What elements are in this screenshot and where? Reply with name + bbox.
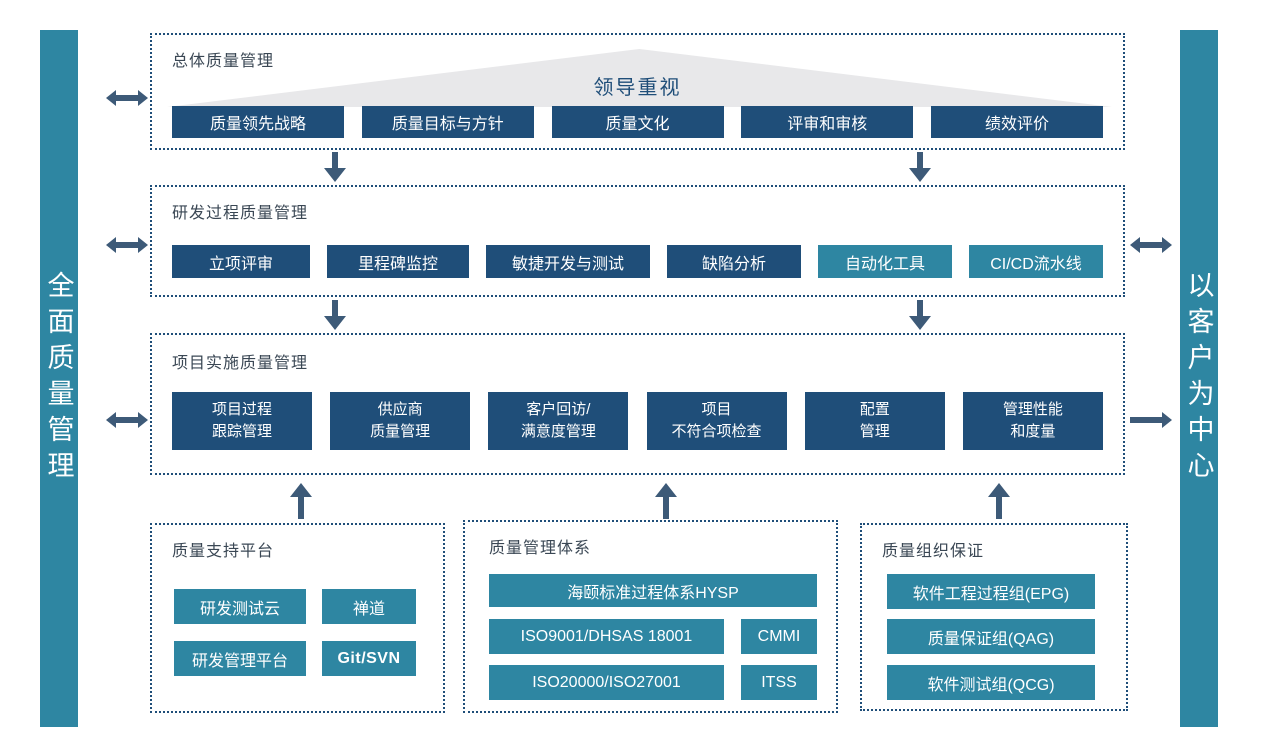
node-defect-analysis: 缺陷分析	[667, 245, 801, 278]
section-title: 总体质量管理	[172, 53, 275, 70]
node-quality-goals-policy: 质量目标与方针	[361, 106, 534, 138]
node-milestone-monitoring: 里程碑监控	[327, 245, 469, 278]
left-right-arrow-icon	[106, 237, 148, 253]
node-label-line2: 跟踪管理	[211, 423, 272, 440]
node-performance-eval: 绩效评价	[931, 106, 1103, 138]
down-arrow-icon	[909, 300, 931, 330]
up-arrow-icon	[290, 483, 312, 519]
node-project-tracking: 项目过程 跟踪管理	[172, 392, 312, 450]
node-label-line1: 客户回访/	[526, 401, 591, 419]
node-label-line1: 项目过程	[211, 401, 272, 419]
node-label-line1: 配置	[859, 401, 890, 419]
node-project-approval-review: 立项评审	[172, 245, 310, 278]
section-quality-org-assurance: 质量组织保证 软件工程过程组(EPG) 质量保证组(QAG) 软件测试组(QCG…	[860, 523, 1128, 711]
node-label-line1: 项目	[701, 401, 732, 419]
node-label-line2: 和度量	[1010, 423, 1056, 440]
node-hysp-process-system: 海颐标准过程体系HYSP	[489, 574, 817, 607]
node-quality-culture: 质量文化	[551, 106, 724, 138]
node-supplier-quality: 供应商 质量管理	[330, 392, 471, 450]
node-customer-satisfaction: 客户回访/ 满意度管理	[488, 392, 629, 450]
node-automation-tools: 自动化工具	[818, 245, 952, 278]
leadership-banner-label: 领导重视	[593, 77, 682, 99]
section-title: 质量管理体系	[489, 540, 592, 557]
node-cicd-pipeline: CI/CD流水线	[969, 245, 1103, 278]
up-arrow-icon	[655, 483, 677, 519]
node-git-svn: Git/SVN	[322, 641, 416, 676]
section-title: 质量组织保证	[882, 543, 985, 560]
node-label-line2: 管理	[859, 423, 890, 440]
section-quality-mgmt-system: 质量管理体系 海颐标准过程体系HYSP ISO9001/DHSAS 18001 …	[463, 520, 838, 713]
node-configuration-mgmt: 配置 管理	[804, 392, 945, 450]
right-banner-customer-centric: 以客户为中心	[1180, 30, 1218, 727]
node-nonconformity-check: 项目 不符合项检查	[646, 392, 787, 450]
left-banner-total-quality: 全面质量管理	[40, 30, 78, 727]
right-arrow-icon	[1130, 412, 1172, 428]
left-banner-label: 全面质量管理	[43, 270, 74, 487]
node-agile-dev-test: 敏捷开发与测试	[486, 245, 650, 278]
section-overall-quality: 总体质量管理 领导重视 质量领先战略 质量目标与方针 质量文化 评审和审核 绩效…	[150, 33, 1125, 150]
section-quality-support-platform: 质量支持平台 研发测试云 禅道 研发管理平台 Git/SVN	[150, 523, 445, 713]
node-rd-test-cloud: 研发测试云	[174, 589, 306, 624]
section-rd-process-quality: 研发过程质量管理 立项评审 里程碑监控 敏捷开发与测试 缺陷分析 自动化工具 C…	[150, 185, 1125, 297]
right-banner-label: 以客户为中心	[1183, 270, 1214, 487]
node-qag-group: 质量保证组(QAG)	[887, 619, 1095, 654]
node-performance-measurement: 管理性能 和度量	[962, 392, 1103, 450]
node-label-line1: 供应商	[377, 401, 423, 419]
up-arrow-icon	[988, 483, 1010, 519]
section-project-impl-quality: 项目实施质量管理 项目过程 跟踪管理 供应商 质量管理 客户回访/ 满意度管理 …	[150, 333, 1125, 475]
node-label-line2: 质量管理	[370, 423, 431, 440]
left-right-arrow-icon	[1130, 237, 1172, 253]
node-itss: ITSS	[741, 665, 817, 700]
node-label-line1: 管理性能	[1002, 401, 1063, 419]
left-right-arrow-icon	[106, 90, 148, 106]
down-arrow-icon	[909, 152, 931, 182]
node-label-line2: 满意度管理	[520, 423, 596, 440]
node-quality-strategy: 质量领先战略	[172, 106, 344, 138]
section-title: 研发过程质量管理	[172, 205, 309, 222]
node-cmmi: CMMI	[741, 619, 817, 654]
section-title: 项目实施质量管理	[172, 355, 309, 372]
down-arrow-icon	[324, 300, 346, 330]
node-epg-group: 软件工程过程组(EPG)	[887, 574, 1095, 609]
section-title: 质量支持平台	[172, 543, 275, 560]
node-iso20000-iso27001: ISO20000/ISO27001	[489, 665, 724, 700]
node-iso9001-dhsas: ISO9001/DHSAS 18001	[489, 619, 724, 654]
down-arrow-icon	[324, 152, 346, 182]
node-review-audit: 评审和审核	[741, 106, 914, 138]
node-label-line2: 不符合项检查	[671, 423, 762, 440]
node-rd-mgmt-platform: 研发管理平台	[174, 641, 306, 676]
node-qcg-group: 软件测试组(QCG)	[887, 665, 1095, 700]
left-right-arrow-icon	[106, 412, 148, 428]
node-zentao: 禅道	[322, 589, 416, 624]
